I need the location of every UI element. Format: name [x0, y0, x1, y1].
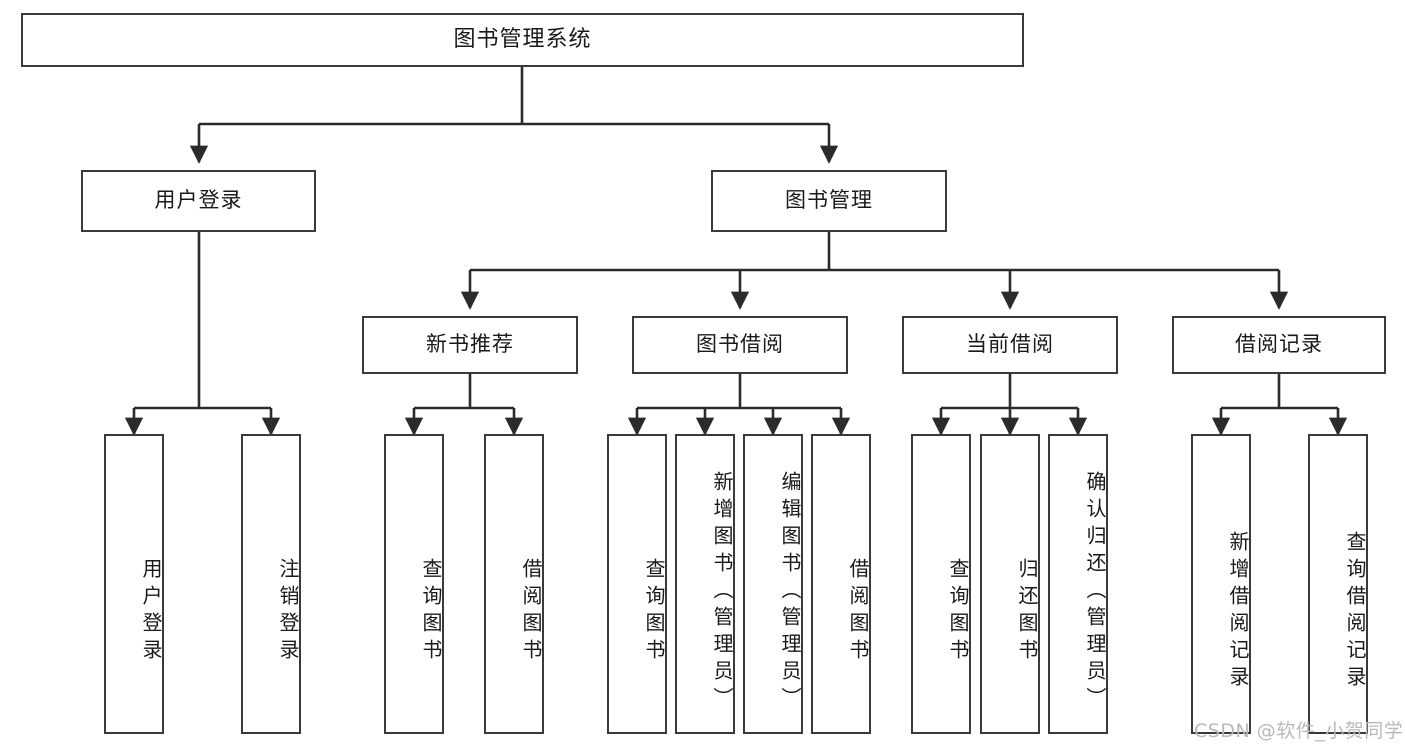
leaf-edit-book-label: 编辑图书（管理员）	[778, 470, 802, 714]
leaf-query-book-1[interactable]: 查询图书	[384, 434, 444, 734]
node-borrow-record-label: 借阅记录	[1235, 332, 1323, 357]
leaf-confirm-return[interactable]: 确认归还（管理员）	[1048, 434, 1108, 734]
leaf-borrow-book-1-label: 借阅图书	[519, 558, 543, 666]
node-user-login-label: 用户登录	[154, 188, 243, 213]
leaf-logout-label: 注销登录	[276, 558, 300, 666]
leaf-confirm-return-label: 确认归还（管理员）	[1083, 470, 1107, 714]
leaf-query-book-1-label: 查询图书	[419, 558, 443, 666]
leaf-query-record[interactable]: 查询借阅记录	[1308, 434, 1368, 734]
node-root-label: 图书管理系统	[453, 26, 592, 52]
leaf-logout[interactable]: 注销登录	[241, 434, 301, 734]
leaf-edit-book[interactable]: 编辑图书（管理员）	[743, 434, 803, 734]
leaf-user-login-label: 用户登录	[139, 558, 163, 666]
node-book-management[interactable]: 图书管理	[711, 170, 947, 232]
leaf-query-book-3-label: 查询图书	[946, 558, 970, 666]
node-book-borrow-label: 图书借阅	[696, 332, 784, 357]
leaf-add-book-label: 新增图书（管理员）	[710, 470, 734, 714]
node-current-borrow[interactable]: 当前借阅	[902, 316, 1118, 374]
node-borrow-record[interactable]: 借阅记录	[1172, 316, 1386, 374]
node-user-login[interactable]: 用户登录	[81, 170, 316, 232]
node-current-borrow-label: 当前借阅	[966, 332, 1054, 357]
leaf-query-record-label: 查询借阅记录	[1343, 531, 1367, 693]
leaf-query-book-3[interactable]: 查询图书	[911, 434, 971, 734]
node-new-book-recommend-label: 新书推荐	[426, 332, 514, 357]
leaf-add-book[interactable]: 新增图书（管理员）	[675, 434, 735, 734]
node-book-management-label: 图书管理	[785, 188, 873, 213]
leaf-return-book-label: 归还图书	[1015, 558, 1039, 666]
node-root[interactable]: 图书管理系统	[21, 13, 1024, 67]
leaf-query-book-2-label: 查询图书	[642, 558, 666, 666]
leaf-user-login[interactable]: 用户登录	[104, 434, 164, 734]
leaf-borrow-book-2[interactable]: 借阅图书	[811, 434, 871, 734]
leaf-borrow-book-2-label: 借阅图书	[846, 558, 870, 666]
leaf-query-book-2[interactable]: 查询图书	[607, 434, 667, 734]
node-new-book-recommend[interactable]: 新书推荐	[362, 316, 578, 374]
leaf-borrow-book-1[interactable]: 借阅图书	[484, 434, 544, 734]
leaf-return-book[interactable]: 归还图书	[980, 434, 1040, 734]
leaf-add-record-label: 新增借阅记录	[1226, 531, 1250, 693]
watermark: CSDN @软件_小贺同学	[1194, 720, 1404, 742]
node-book-borrow[interactable]: 图书借阅	[632, 316, 848, 374]
leaf-add-record[interactable]: 新增借阅记录	[1191, 434, 1251, 734]
